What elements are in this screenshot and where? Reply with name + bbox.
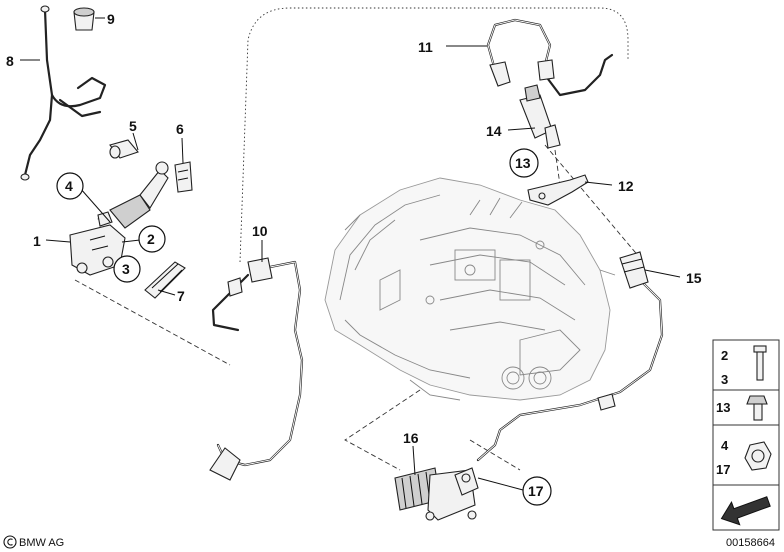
pipe-15 [476, 251, 664, 462]
arrow-icon [720, 496, 771, 526]
callout-3: 3 [122, 261, 130, 277]
callout-17-circle [522, 476, 552, 506]
footer-image-number: 00158664 [726, 537, 775, 549]
callout-16: 16 [403, 430, 419, 446]
bracket-7 [144, 261, 186, 299]
footer-brand: BMW AG [19, 537, 64, 549]
callout-4: 4 [65, 178, 73, 194]
legend-row3-b: 17 [716, 462, 730, 477]
nut-icon [744, 441, 772, 471]
callout-4-circle [56, 172, 84, 200]
callout-9: 9 [107, 11, 115, 27]
legend-row1-b: 3 [721, 372, 728, 387]
pin-5 [109, 139, 139, 159]
callout-11: 11 [418, 39, 433, 55]
flange-bolt-icon [746, 395, 768, 421]
callout-8: 8 [6, 53, 14, 69]
callouts: 8 9 5 6 4 1 2 3 7 10 11 14 13 12 15 16 1… [6, 11, 702, 506]
legend-box: 2 3 13 4 17 [712, 339, 780, 531]
legend-row1-a: 2 [721, 348, 728, 363]
pipe-11 [486, 18, 614, 97]
callout-12: 12 [618, 178, 634, 194]
leader-lines [20, 17, 681, 491]
clip-6 [174, 161, 193, 193]
callout-7: 7 [177, 288, 185, 304]
callout-17: 17 [528, 483, 544, 499]
callout-6: 6 [176, 121, 184, 137]
footer: BMW AG 00158664 [3, 535, 775, 549]
cap-9 [73, 7, 95, 31]
bolt-icon [753, 345, 767, 381]
callout-3-circle [113, 255, 141, 283]
callout-2-circle [138, 225, 166, 253]
callout-1: 1 [33, 233, 41, 249]
bracket-12 [527, 174, 589, 206]
legend-row3-a: 4 [721, 438, 729, 453]
callout-13: 13 [515, 155, 531, 171]
callout-2: 2 [147, 231, 155, 247]
slave-cylinder-16 [394, 467, 479, 521]
pipe-10 [209, 257, 304, 481]
gearbox-housing [324, 177, 616, 401]
callout-10: 10 [252, 223, 268, 239]
connector-14 [519, 84, 561, 149]
hose-8 [20, 5, 107, 181]
callout-5: 5 [129, 118, 137, 134]
callout-13-circle [509, 148, 539, 178]
legend-row2: 13 [716, 400, 730, 415]
callout-15: 15 [686, 270, 702, 286]
copyright-icon [3, 535, 17, 549]
callout-14: 14 [486, 123, 502, 139]
master-cylinder-1 [69, 161, 169, 276]
